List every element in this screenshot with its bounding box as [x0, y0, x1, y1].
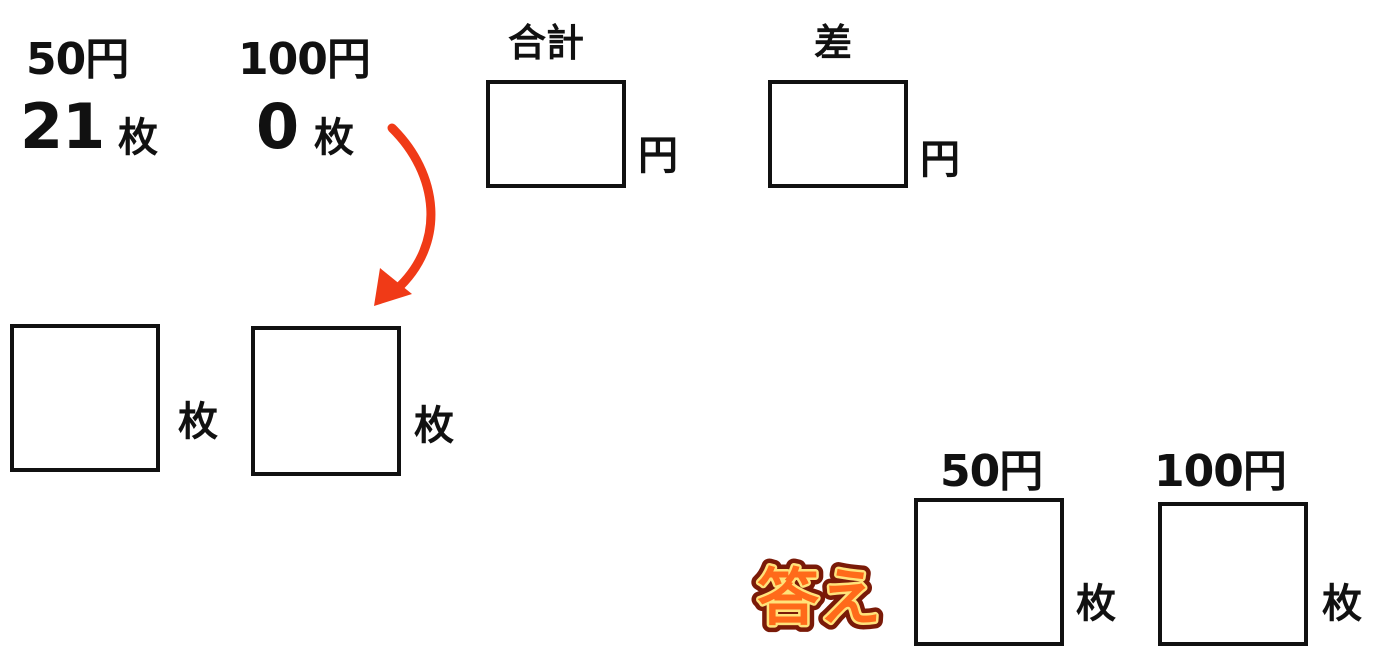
- coin100-count-unit: 枚: [314, 115, 354, 161]
- coin100-label: 100円: [238, 34, 371, 85]
- answer-coin100-box[interactable]: [1158, 502, 1308, 646]
- answer-badge: 答え 答え 答え: [750, 554, 888, 641]
- curved-arrow-icon: [374, 123, 436, 306]
- answer-coin100-unit: 枚: [1322, 581, 1362, 627]
- coin50-count-unit: 枚: [118, 115, 158, 161]
- answer-badge-text-outline: 答え: [757, 561, 881, 634]
- answer-coin50-box[interactable]: [914, 498, 1064, 646]
- middle-coin50-unit: 枚: [178, 399, 218, 445]
- answer-badge-text: 答え: [757, 561, 881, 634]
- diff-box[interactable]: [768, 80, 908, 188]
- answer-coin50-label: 50円: [940, 446, 1043, 497]
- sum-box[interactable]: [486, 80, 626, 188]
- sum-yen-unit: 円: [638, 133, 678, 179]
- coin50-count: 21: [20, 90, 105, 163]
- answer-coin100-label: 100円: [1154, 446, 1287, 497]
- diff-yen-unit: 円: [920, 137, 960, 183]
- answer-coin50-unit: 枚: [1076, 581, 1116, 627]
- middle-coin50-box[interactable]: [10, 324, 160, 472]
- sum-label: 合計: [508, 21, 585, 65]
- coin100-count: 0: [256, 90, 299, 163]
- middle-coin100-unit: 枚: [414, 403, 454, 449]
- coin50-label: 50円: [26, 34, 129, 85]
- answer-badge-text-inner: 答え: [757, 561, 881, 634]
- diff-label: 差: [814, 21, 853, 65]
- middle-coin100-box[interactable]: [251, 326, 401, 476]
